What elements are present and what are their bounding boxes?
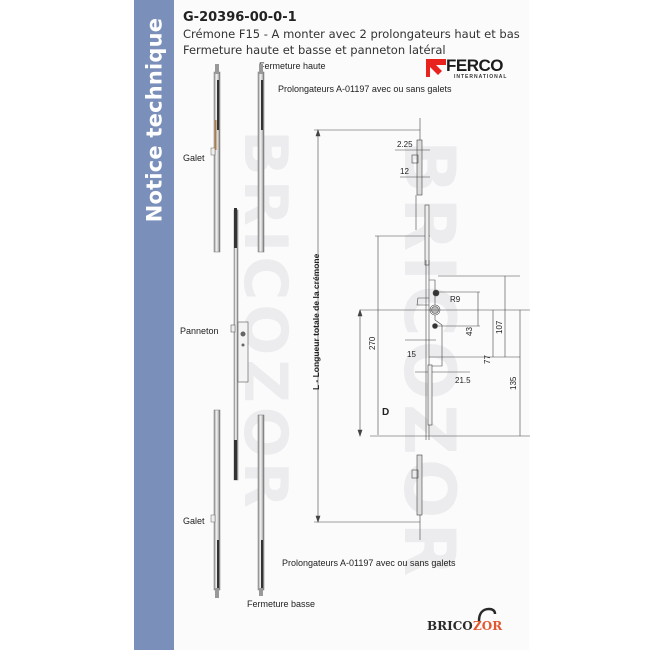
ferco-arrow-icon <box>426 59 446 77</box>
dim-15: 15 <box>407 350 416 359</box>
label-panneton: Panneton <box>180 326 219 336</box>
bricozor-wordmark-part2: ZOR <box>473 619 503 633</box>
rail-top-right <box>257 64 265 253</box>
label-prolongateurs-bottom: Prolongateurs A-01197 avec ou sans galet… <box>282 558 456 568</box>
side-band <box>134 0 174 650</box>
side-title-text: Notice technique <box>142 17 166 223</box>
length-label: L - Longueur totale de la crémone <box>311 253 321 390</box>
dim-107: 107 <box>495 320 504 334</box>
dim-12: 12 <box>400 167 409 176</box>
ferco-subtitle: INTERNATIONAL <box>454 74 508 80</box>
dim-270: 270 <box>368 336 377 350</box>
rail-bottom-left <box>210 409 221 598</box>
rail-top-left <box>210 64 221 253</box>
bricozor-logo: BRICO ZOR <box>425 607 515 637</box>
cremone-center <box>230 208 249 481</box>
dim-43: 43 <box>465 327 474 336</box>
description-line-1: Crémone F15 - A monter avec 2 prolongate… <box>183 27 520 41</box>
ferco-wordmark: FERCO <box>446 56 504 75</box>
dim-2-25: 2.25 <box>397 140 413 149</box>
label-fermeture-haute: Fermeture haute <box>259 61 326 71</box>
header: G-20396-00-0-1 Crémone F15 - A monter av… <box>183 9 523 58</box>
label-galet-top: Galet <box>183 153 205 163</box>
dim-77: 77 <box>483 355 492 364</box>
product-photo-rails <box>210 64 265 598</box>
label-prolongateurs-top: Prolongateurs A-01197 avec ou sans galet… <box>278 84 452 94</box>
dim-135: 135 <box>509 376 518 390</box>
dim-r9: R9 <box>450 295 461 304</box>
technical-drawing: L - Longueur totale de la crémone 270 D … <box>311 118 530 540</box>
ferco-logo: FERCO INTERNATIONAL <box>424 56 524 82</box>
bricozor-wordmark-part1: BRICO <box>427 619 473 633</box>
bricozor-dino-icon <box>477 607 497 621</box>
label-galet-bottom: Galet <box>183 516 205 526</box>
document-page <box>134 0 529 650</box>
description-line-2: Fermeture haute et basse et panneton lat… <box>183 43 446 57</box>
dim-21-5: 21.5 <box>455 376 471 385</box>
label-fermeture-basse: Fermeture basse <box>247 599 316 609</box>
rail-bottom-right <box>257 414 265 596</box>
side-title: Notice technique <box>134 0 174 240</box>
dim-d-label: D <box>382 407 389 418</box>
product-reference: G-20396-00-0-1 <box>183 10 297 25</box>
